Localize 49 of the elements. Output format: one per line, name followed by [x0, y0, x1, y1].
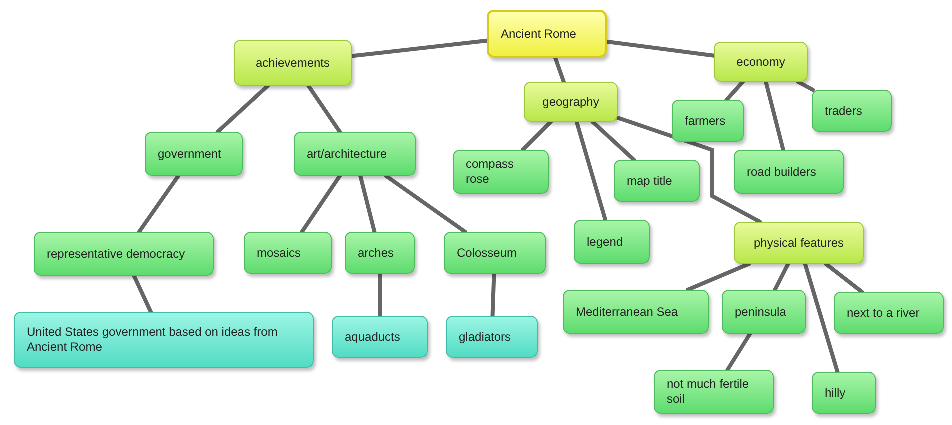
connector-line	[574, 120, 608, 222]
connector-line	[796, 80, 815, 92]
topic-box: United States government based on ideas from Ancient Rome	[14, 312, 314, 368]
topic-box: hilly	[812, 372, 876, 414]
topic-box: road builders	[734, 150, 844, 194]
topic-box: map title	[614, 160, 700, 202]
connector-line	[132, 274, 153, 314]
connector-line	[824, 262, 864, 294]
topic-box: aquaducts	[332, 316, 428, 358]
topic-box: representative democracy	[34, 232, 214, 276]
connector-line	[553, 56, 566, 84]
topic-box: government	[145, 132, 243, 176]
topic-box: not much fertile soil	[654, 370, 774, 414]
topic-box: physical features	[734, 222, 864, 264]
connector-line	[605, 40, 716, 58]
connector-line	[724, 80, 746, 102]
topic-box: achievements	[234, 40, 352, 86]
connector-line	[378, 272, 382, 318]
connector-line	[773, 262, 790, 292]
connector-line	[726, 332, 752, 372]
connector-line	[590, 120, 636, 162]
connector-line	[300, 174, 342, 234]
topic-box: art/architecture	[294, 132, 416, 176]
connector-line	[521, 120, 553, 152]
connector-line	[384, 174, 468, 234]
topic-box: legend	[574, 220, 650, 264]
connector-line	[306, 84, 342, 134]
topic-box: peninsula	[722, 290, 806, 334]
connector-line	[764, 80, 786, 152]
connector-line	[137, 174, 181, 234]
topic-box: next to a river	[834, 292, 944, 334]
connector-line	[490, 272, 496, 318]
topic-box: economy	[714, 42, 808, 82]
connector-line	[350, 38, 489, 58]
topic-box: Colosseum	[444, 232, 546, 274]
connector-line	[216, 84, 270, 134]
topic-box: arches	[345, 232, 415, 274]
topic-box: mosaics	[244, 232, 332, 274]
connector-line	[358, 174, 377, 234]
topic-box: geography	[524, 82, 618, 122]
topic-box: farmers	[672, 100, 744, 142]
connector-line	[616, 116, 762, 224]
topic-box: compass rose	[453, 150, 549, 194]
topic-box: traders	[812, 90, 892, 132]
central-topic-box: Ancient Rome	[487, 10, 607, 58]
connector-line	[686, 262, 752, 292]
topic-box: Mediterranean Sea	[563, 290, 709, 334]
connector-line	[803, 262, 840, 374]
topic-box: gladiators	[446, 316, 538, 358]
